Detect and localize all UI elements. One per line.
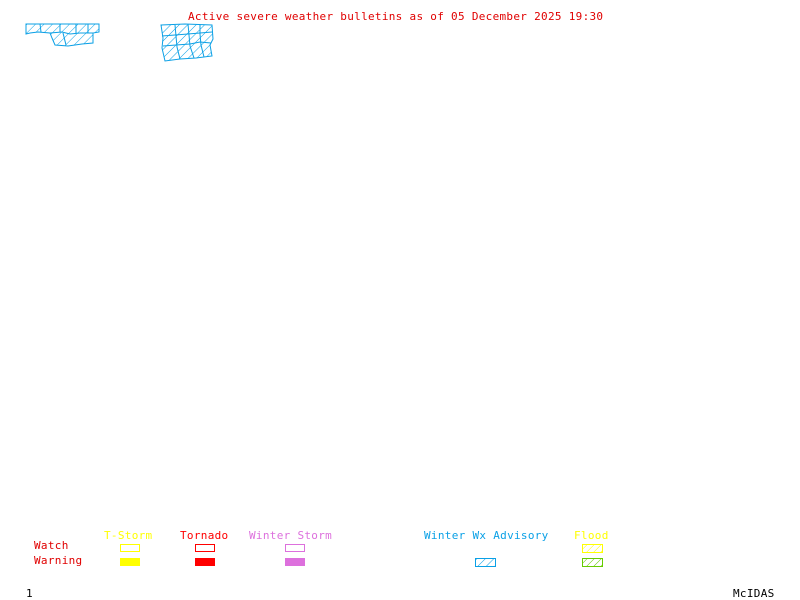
software-label: McIDAS [733,587,775,600]
flood-warning-swatch [582,558,603,567]
legend-label-tstorm: T-Storm [104,529,153,542]
winter-wx-advisory-warning-swatch [475,558,496,567]
tstorm-warning-swatch [120,558,140,566]
frame-number: 1 [26,587,33,600]
legend-label-tornado: Tornado [180,529,229,542]
winter-wx-advisory-area-west[interactable] [25,23,100,47]
legend-label-flood: Flood [574,529,609,542]
winter-storm-watch-swatch [285,544,305,552]
tstorm-watch-swatch [120,544,140,552]
flood-watch-swatch [582,544,603,553]
tornado-warning-swatch [195,558,215,566]
legend-row-watch: Watch [34,539,69,552]
legend-label-winter-storm: Winter Storm [249,529,333,542]
winter-wx-advisory-area-central[interactable] [160,23,214,62]
map-title: Active severe weather bulletins as of 05… [188,10,604,23]
winter-storm-warning-swatch [285,558,305,566]
legend-row-warning: Warning [34,554,83,567]
legend-label-winter-wx-advisory: Winter Wx Advisory [424,529,549,542]
tornado-watch-swatch [195,544,215,552]
